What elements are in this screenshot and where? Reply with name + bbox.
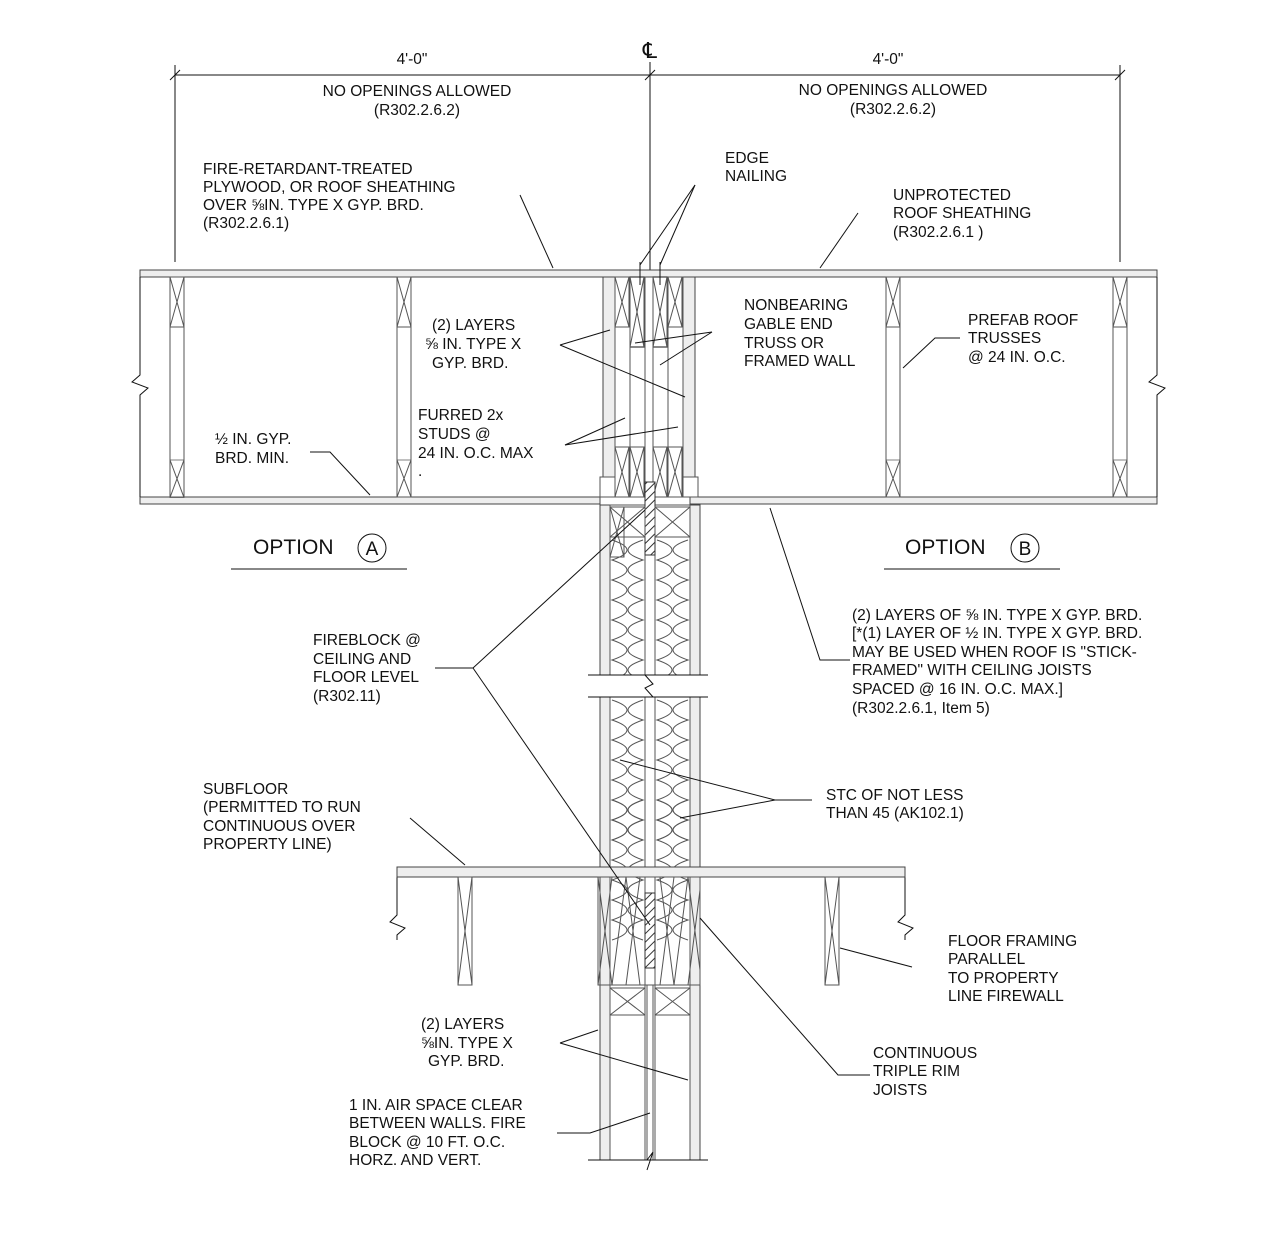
svg-text:JOISTS: JOISTS — [873, 1082, 927, 1099]
svg-text:GYP. BRD.: GYP. BRD. — [432, 355, 508, 372]
centerline-symbol: ℄ — [642, 38, 658, 63]
svg-text:EDGE: EDGE — [725, 150, 769, 167]
svg-text:FIREBLOCK @: FIREBLOCK @ — [313, 632, 421, 649]
svg-text:TRIPLE RIM: TRIPLE RIM — [873, 1063, 960, 1080]
svg-text:PLYWOOD, OR ROOF SHEATHING: PLYWOOD, OR ROOF SHEATHING — [203, 179, 456, 196]
svg-text:.: . — [418, 463, 422, 480]
label-furred: FURRED 2x STUDS @ 24 IN. O.C. MAX. — [418, 407, 534, 480]
svg-text:CEILING AND: CEILING AND — [313, 651, 411, 668]
svg-text:PREFAB ROOF: PREFAB ROOF — [968, 312, 1078, 329]
svg-text:(R302.2.6.1): (R302.2.6.1) — [203, 215, 289, 232]
svg-text:SUBFLOOR: SUBFLOOR — [203, 781, 288, 798]
svg-text:⅝IN. TYPE X: ⅝IN. TYPE X — [421, 1035, 514, 1052]
svg-text:UNPROTECTED: UNPROTECTED — [893, 187, 1011, 204]
svg-text:GABLE END: GABLE END — [744, 316, 833, 333]
no-openings-right: NO OPENINGS ALLOWED — [799, 82, 988, 99]
svg-text:PROPERTY LINE): PROPERTY LINE) — [203, 836, 332, 853]
svg-text:BLOCK @ 10 FT. O.C.: BLOCK @ 10 FT. O.C. — [349, 1134, 505, 1151]
svg-text:TO PROPERTY: TO PROPERTY — [948, 970, 1059, 987]
svg-text:GYP. BRD.: GYP. BRD. — [428, 1053, 504, 1070]
leader-lines — [310, 184, 960, 1134]
subfloor — [396, 866, 906, 878]
label-layers-top: (2) LAYERS ⅝ IN. TYPE X GYP. BRD. — [425, 317, 522, 372]
roof-sheathing — [139, 269, 1158, 278]
svg-text:STUDS @: STUDS @ — [418, 426, 491, 443]
svg-text:CONTINUOUS OVER: CONTINUOUS OVER — [203, 818, 355, 835]
svg-text:ROOF SHEATHING: ROOF SHEATHING — [893, 205, 1031, 222]
svg-text:(R302.2.6.1, Item 5): (R302.2.6.1, Item 5) — [852, 700, 990, 717]
roof-trusses — [169, 276, 1128, 498]
svg-text:(PERMITTED TO RUN: (PERMITTED TO RUN — [203, 799, 361, 816]
option-a-label: OPTION — [253, 536, 334, 559]
svg-text:NONBEARING: NONBEARING — [744, 297, 848, 314]
option-b-label: OPTION — [905, 536, 986, 559]
svg-text:MAY BE USED WHEN ROOF IS "STIC: MAY BE USED WHEN ROOF IS "STICK- — [852, 644, 1137, 661]
svg-text:[*(1) LAYER OF ½ IN. TYPE X GY: [*(1) LAYER OF ½ IN. TYPE X GYP. BRD. — [852, 625, 1142, 642]
label-half-gyp: ½ IN. GYP. BRD. MIN. — [215, 431, 291, 467]
svg-text:24 IN. O.C. MAX: 24 IN. O.C. MAX — [418, 445, 534, 462]
dim-left: 4'-0" — [397, 51, 428, 68]
svg-text:STC OF NOT LESS: STC OF NOT LESS — [826, 787, 964, 804]
dimension-line — [169, 62, 1126, 270]
svg-text:@ 24 IN. O.C.: @ 24 IN. O.C. — [968, 349, 1066, 366]
svg-text:SPACED @ 16 IN. O.C. MAX.]: SPACED @ 16 IN. O.C. MAX.] — [852, 681, 1063, 698]
dim-right: 4'-0" — [873, 51, 904, 68]
svg-text:BRD. MIN.: BRD. MIN. — [215, 450, 289, 467]
svg-text:NAILING: NAILING — [725, 168, 787, 185]
svg-text:1 IN. AIR SPACE CLEAR: 1 IN. AIR SPACE CLEAR — [349, 1097, 523, 1114]
no-openings-left: NO OPENINGS ALLOWED — [323, 83, 512, 100]
svg-text:FLOOR FRAMING: FLOOR FRAMING — [948, 933, 1077, 950]
break-lines — [131, 277, 1166, 940]
svg-text:(2) LAYERS OF ⅝ IN. TYPE X GYP: (2) LAYERS OF ⅝ IN. TYPE X GYP. BRD. — [852, 607, 1142, 624]
party-walls — [396, 481, 906, 1171]
gable-end-walls — [599, 262, 699, 498]
insulation-icon — [610, 539, 645, 681]
svg-text:FIRE-RETARDANT-TREATED: FIRE-RETARDANT-TREATED — [203, 161, 413, 178]
option-b-letter: B — [1019, 539, 1032, 560]
no-openings-right-code: (R302.2.6.2) — [850, 101, 936, 118]
svg-text:CONTINUOUS: CONTINUOUS — [873, 1045, 977, 1062]
svg-text:TRUSS OR: TRUSS OR — [744, 335, 824, 352]
svg-text:FLOOR LEVEL: FLOOR LEVEL — [313, 669, 419, 686]
svg-text:(2) LAYERS: (2) LAYERS — [421, 1016, 504, 1033]
svg-text:THAN 45 (AK102.1): THAN 45 (AK102.1) — [826, 805, 964, 822]
svg-text:BETWEEN WALLS. FIRE: BETWEEN WALLS. FIRE — [349, 1115, 526, 1132]
svg-text:TRUSSES: TRUSSES — [968, 330, 1041, 347]
svg-text:FURRED 2x: FURRED 2x — [418, 407, 504, 424]
svg-text:(R302.2.6.1 ): (R302.2.6.1 ) — [893, 224, 983, 241]
label-subfloor: SUBFLOOR(PERMITTED TO RUN CONTINUOUS OVER… — [203, 781, 361, 853]
svg-text:(R302.11): (R302.11) — [313, 688, 381, 705]
no-openings-left-code: (R302.2.6.2) — [374, 102, 460, 119]
svg-text:HORZ. AND VERT.: HORZ. AND VERT. — [349, 1152, 481, 1169]
svg-text:LINE FIREWALL: LINE FIREWALL — [948, 988, 1064, 1005]
svg-text:FRAMED WALL: FRAMED WALL — [744, 353, 856, 370]
svg-text:FRAMED" WITH CEILING JOISTS: FRAMED" WITH CEILING JOISTS — [852, 662, 1092, 679]
svg-text:PARALLEL: PARALLEL — [948, 951, 1026, 968]
label-two-layers-note: (2) LAYERS OF ⅝ IN. TYPE X GYP. BRD.[*(1… — [852, 607, 1142, 717]
svg-text:(2) LAYERS: (2) LAYERS — [432, 317, 515, 334]
option-a-letter: A — [366, 539, 379, 560]
svg-text:⅝ IN. TYPE X: ⅝ IN. TYPE X — [425, 336, 522, 353]
ceiling-gyp — [139, 496, 1158, 505]
svg-text:OVER ⅝IN. TYPE X GYP. BRD.: OVER ⅝IN. TYPE X GYP. BRD. — [203, 197, 424, 214]
svg-text:½ IN. GYP.: ½ IN. GYP. — [215, 431, 291, 448]
